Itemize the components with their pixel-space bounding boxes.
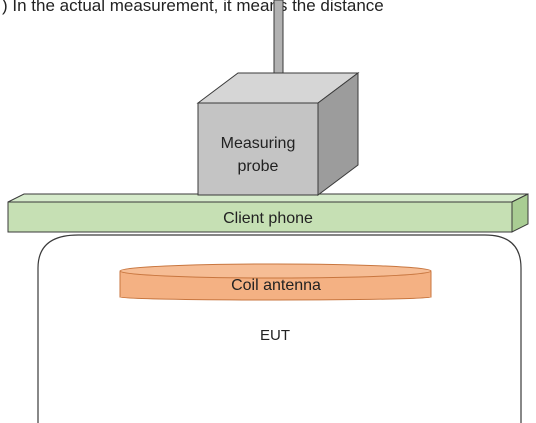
probe-front-face [197,102,319,196]
client-phone [7,193,529,233]
caption-text: ) In the actual measurement, it means th… [2,0,384,15]
coil-antenna-label: Coil antenna [231,277,321,294]
probe-label-line1: Measuring [221,135,296,152]
measuring-probe [196,72,360,196]
eut-label: EUT [260,327,290,344]
client-phone-side-face [511,193,529,233]
probe-label-line2: probe [238,158,279,175]
coil-antenna [119,263,432,301]
coil-antenna-top-rim [119,263,432,279]
client-phone-label: Client phone [223,210,313,227]
client-phone-front-face [7,201,513,233]
